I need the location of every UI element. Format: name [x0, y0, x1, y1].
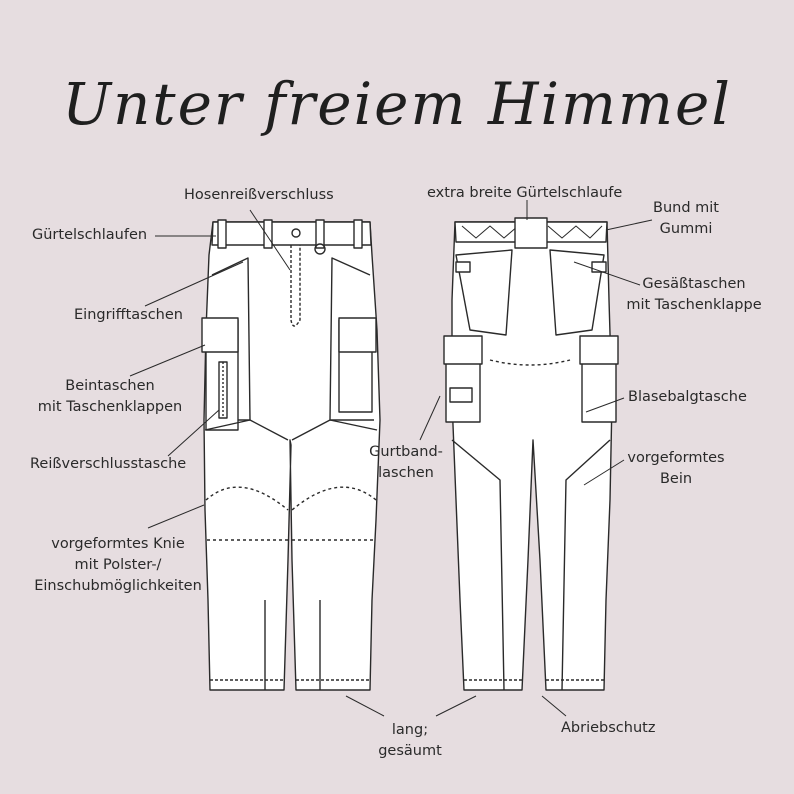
label-bellows: Blasebalgtasche: [628, 389, 747, 405]
back-trousers: [443, 217, 619, 691]
label-zip-pocket: Reißverschlusstasche: [30, 456, 187, 472]
label-knee: vorgeformtes Knie mit Polster-/ Einschub…: [30, 534, 206, 597]
label-fly-zip: Hosenreißverschluss: [184, 187, 334, 203]
leader-lines: [129, 200, 653, 717]
label-webbing-line1: Gurtband-: [369, 444, 443, 460]
label-length-line2: gesäumt: [378, 743, 442, 759]
label-leg-pockets-line2: mit Taschenklappen: [37, 399, 183, 415]
label-abrasion: Abriebschutz: [561, 720, 656, 736]
label-wide-loop: extra breite Gürtelschlaufe: [427, 185, 623, 201]
label-waistband-line2: Gummi: [659, 221, 713, 237]
label-preformed-leg-line1: vorgeformtes: [627, 450, 725, 466]
front-trousers: [201, 219, 381, 691]
label-length-line1: lang;: [391, 722, 429, 738]
label-leg-pockets-line1: Beintaschen: [65, 378, 155, 394]
label-seat-pockets: Gesäßtaschen mit Taschenklappe: [622, 274, 766, 316]
label-knee-line2: mit Polster-/: [74, 557, 162, 573]
label-seat-pockets-line1: Gesäßtaschen: [642, 276, 746, 292]
label-waistband-line1: Bund mit: [653, 200, 719, 216]
label-knee-line3: Einschubmöglichkeiten: [34, 578, 202, 594]
label-seat-pockets-line2: mit Taschenklappe: [626, 297, 762, 313]
page-title: Unter freiem Himmel: [62, 70, 732, 138]
label-leg-pockets: Beintaschen mit Taschenklappen: [28, 376, 192, 418]
label-knee-line1: vorgeformtes Knie: [51, 536, 185, 552]
label-slant-pockets: Eingrifftaschen: [74, 307, 183, 323]
label-preformed-leg: vorgeformtes Bein: [622, 448, 730, 490]
label-belt-loops: Gürtelschlaufen: [32, 227, 148, 243]
label-preformed-leg-line2: Bein: [659, 471, 693, 487]
label-webbing-line2: laschen: [378, 465, 434, 481]
label-length: lang; gesäumt: [370, 720, 450, 762]
label-waistband: Bund mit Gummi: [644, 198, 728, 240]
label-webbing: Gurtband- laschen: [368, 442, 444, 484]
